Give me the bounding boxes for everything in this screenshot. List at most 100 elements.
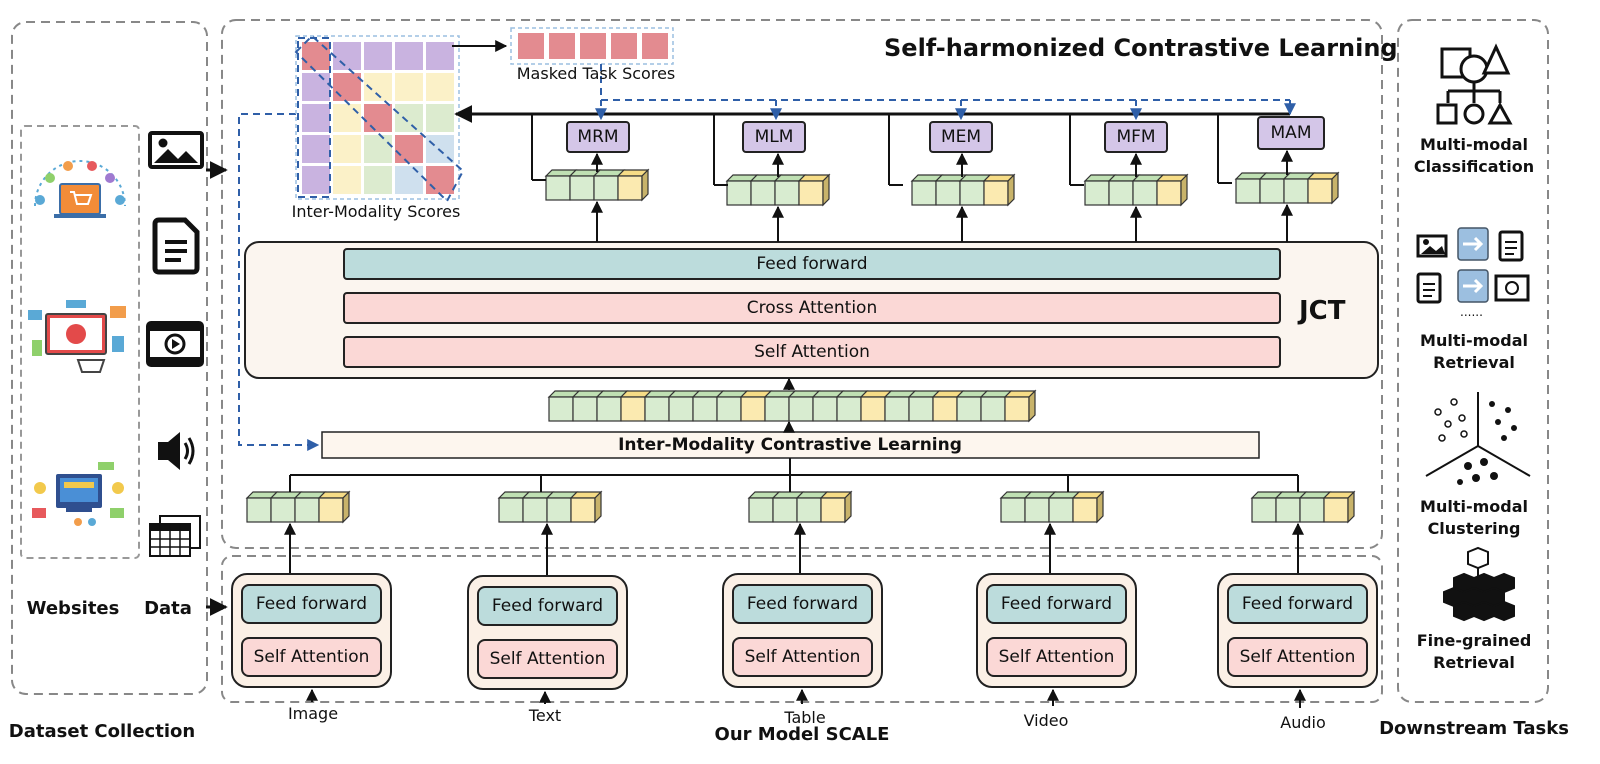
token [812,396,838,422]
encoder-video-sa: Self Attention [986,637,1127,677]
token [935,180,961,206]
matrix-cell [395,166,423,194]
token [294,497,320,523]
matrix-cell [426,104,454,132]
token [569,175,595,201]
data-label: Data [144,598,192,619]
token [617,175,643,201]
shopping-cart-icon [34,160,126,218]
ds-clustering-line1: Multi-modal [1420,497,1528,516]
matrix-cell [364,42,392,70]
token [983,180,1009,206]
token [764,396,790,422]
encoder-text: Feed forward Self Attention [467,575,628,690]
dataset-collection-label: Dataset Collection [8,721,196,742]
websites-label: Websites [26,598,120,619]
modality-video-label: Video [1023,711,1069,730]
token-side [1028,389,1036,423]
matrix-cell [302,166,330,194]
online-shop-illustration [32,462,124,526]
token [1000,497,1026,523]
image-icon [148,131,204,169]
inter-modality-score-matrix [294,34,465,203]
token-side [342,490,350,524]
token-side [594,490,602,524]
token [750,180,776,206]
matrix-cell [302,135,330,163]
token [1024,497,1050,523]
token [1048,497,1074,523]
encoder-text-ff: Feed forward [477,586,618,626]
mlm-box: MLM [742,121,806,153]
encoder-video: Feed forward Self Attention [976,573,1137,688]
ds-retrieval-line1: Multi-modal [1420,331,1528,350]
ds-classification-label: Multi-modal Classification [1414,134,1534,178]
token [620,396,646,422]
token [1283,178,1309,204]
token [774,180,800,206]
masked-score-cell [518,33,544,59]
token [980,396,1006,422]
mfm-box: MFM [1104,121,1168,153]
video-icon [146,321,204,367]
matrix-cell [395,42,423,70]
token [911,180,937,206]
jct-feed-forward: Feed forward [343,248,1281,280]
encoder-token-group-audio [1250,490,1356,524]
token [546,497,572,523]
encoder-audio: Feed forward Self Attention [1217,573,1378,688]
token [836,396,862,422]
shapes-hierarchy-icon [1436,43,1513,125]
token [270,497,296,523]
ds-classification-line2: Classification [1413,157,1535,176]
dataset-collection-frame [11,21,208,695]
matrix-cell [333,73,361,101]
token [498,497,524,523]
token [1259,178,1285,204]
modality-audio-label: Audio [1280,713,1326,732]
ds-classification-line1: Multi-modal [1420,135,1528,154]
matrix-cell [333,135,361,163]
token [596,396,622,422]
token [860,396,886,422]
encoder-table-ff: Feed forward [732,584,873,624]
matrix-to-cl-dashed-arrow [238,113,320,451]
matrix-frame [295,35,460,200]
token [522,497,548,523]
token [884,396,910,422]
encoder-table: Feed forward Self Attention [722,573,883,688]
joint-token-sequence [547,389,1037,423]
matrix-cell [395,73,423,101]
jct-label: JCT [1299,296,1346,326]
modality-text-label: Text [528,706,562,725]
token [726,180,752,206]
matrix-cell [302,73,330,101]
masked-score-cell [611,33,637,59]
ds-fine-grained-line1: Fine-grained [1416,631,1532,650]
ds-retrieval-label: Multi-modal Retrieval [1420,330,1528,374]
inter-modality-scores-label: Inter-Modality Scores [291,202,461,221]
token [246,497,272,523]
token [798,180,824,206]
encoder-table-sa: Self Attention [732,637,873,677]
masked-score-cell [549,33,575,59]
token [593,175,619,201]
encoder-image-ff: Feed forward [241,584,382,624]
encoder-audio-ff: Feed forward [1227,584,1368,624]
encoder-token-group-video [999,490,1105,524]
task-token-group-mlm [725,173,831,207]
token [1156,180,1182,206]
token [908,396,934,422]
matrix-cell [364,166,392,194]
jct-cross-attention: Cross Attention [343,292,1281,324]
token-side [844,490,852,524]
token [956,396,982,422]
matrix-cell [426,42,454,70]
matrix-cell [333,166,361,194]
token [570,497,596,523]
matrix-cell [395,104,423,132]
token [740,396,766,422]
svg-text:......: ...... [1460,305,1483,319]
ds-retrieval-line2: Retrieval [1433,353,1515,372]
inter-modality-cl-label: Inter-Modality Contrastive Learning [618,435,962,455]
